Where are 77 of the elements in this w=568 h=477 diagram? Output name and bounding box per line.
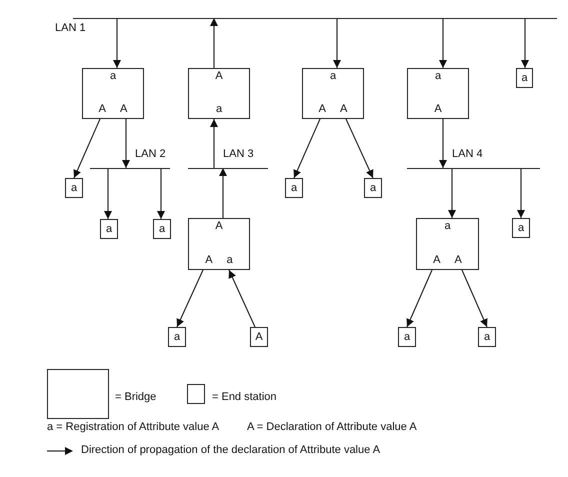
end-station-box	[168, 327, 186, 347]
legend-text: = Bridge	[115, 391, 156, 403]
attribute-mark: A	[215, 70, 223, 83]
arrow	[294, 118, 320, 178]
end-station-box	[516, 68, 533, 88]
arrow	[176, 270, 204, 328]
arrow	[157, 168, 165, 220]
legend-text: Direction of propagation of the declaration of Attribute value A	[81, 444, 380, 456]
attribute-mark: A	[434, 103, 442, 116]
lan-line	[407, 168, 540, 169]
arrow	[439, 18, 447, 68]
arrow	[210, 118, 218, 168]
attribute-mark: a	[444, 220, 451, 233]
attribute-mark: a	[106, 222, 112, 236]
arrow	[104, 168, 112, 220]
end-station-box	[250, 327, 268, 347]
attribute-mark: a	[70, 182, 78, 194]
attribute-mark: A	[98, 103, 106, 116]
attribute-mark: a	[484, 330, 490, 344]
arrow	[439, 118, 447, 168]
arrow	[521, 18, 529, 68]
attribute-mark: a	[434, 70, 442, 83]
bridge-box	[188, 218, 250, 270]
attribute-mark: A	[318, 103, 326, 116]
bridge-box	[407, 68, 469, 119]
arrow	[210, 18, 218, 68]
bridge-box	[302, 68, 364, 119]
end-station-box	[285, 178, 303, 198]
attribute-mark: a	[158, 222, 166, 236]
attribute-mark: A	[454, 254, 462, 267]
arrow	[113, 18, 121, 68]
attribute-mark: A	[215, 220, 223, 233]
attribute-mark: a	[216, 103, 222, 116]
arrow	[333, 18, 341, 68]
arrow	[219, 168, 227, 218]
arrow	[122, 118, 130, 168]
attribute-mark: a	[290, 182, 298, 194]
arrow	[462, 270, 488, 328]
end-station-box	[364, 178, 382, 198]
attribute-mark: a	[404, 330, 410, 344]
attribute-mark: a	[521, 72, 528, 84]
attribute-mark: A	[205, 254, 213, 267]
arrow	[517, 168, 525, 218]
arrow	[346, 118, 374, 178]
legend-text: = End station	[212, 391, 277, 403]
arrow	[74, 118, 100, 178]
arrow	[228, 270, 256, 328]
arrow	[448, 168, 456, 218]
lan-label: LAN 2	[135, 148, 166, 160]
attribute-mark: a	[518, 222, 524, 234]
end-station-box	[100, 219, 118, 239]
lan-label: LAN 1	[55, 22, 86, 34]
attribute-mark: a	[110, 70, 116, 83]
lan-line	[73, 18, 557, 19]
attribute-mark: a	[330, 70, 336, 83]
bridge-box	[416, 218, 479, 270]
end-station-box	[398, 327, 416, 347]
end-station-box	[153, 219, 171, 239]
end-station-box	[512, 218, 530, 238]
attribute-mark: A	[340, 103, 348, 116]
attribute-mark: A	[120, 103, 128, 116]
bridge-box	[82, 68, 144, 119]
lan-label: LAN 3	[223, 148, 254, 160]
attribute-mark: A	[433, 254, 440, 267]
attribute-mark: A	[255, 330, 263, 344]
bridge-box	[188, 68, 250, 119]
lan-line	[90, 168, 170, 169]
attribute-mark: a	[370, 182, 376, 194]
end-station-box	[65, 178, 83, 198]
note-text: A = Declaration of Attribute value A	[247, 421, 417, 433]
lan-line	[188, 168, 268, 169]
arrow	[406, 270, 432, 328]
attribute-mark: a	[174, 330, 180, 344]
end-station-box	[478, 327, 496, 347]
lan-label: LAN 4	[452, 148, 483, 160]
note-text: a = Registration of Attribute value A	[47, 421, 220, 433]
attribute-mark: a	[226, 254, 233, 267]
